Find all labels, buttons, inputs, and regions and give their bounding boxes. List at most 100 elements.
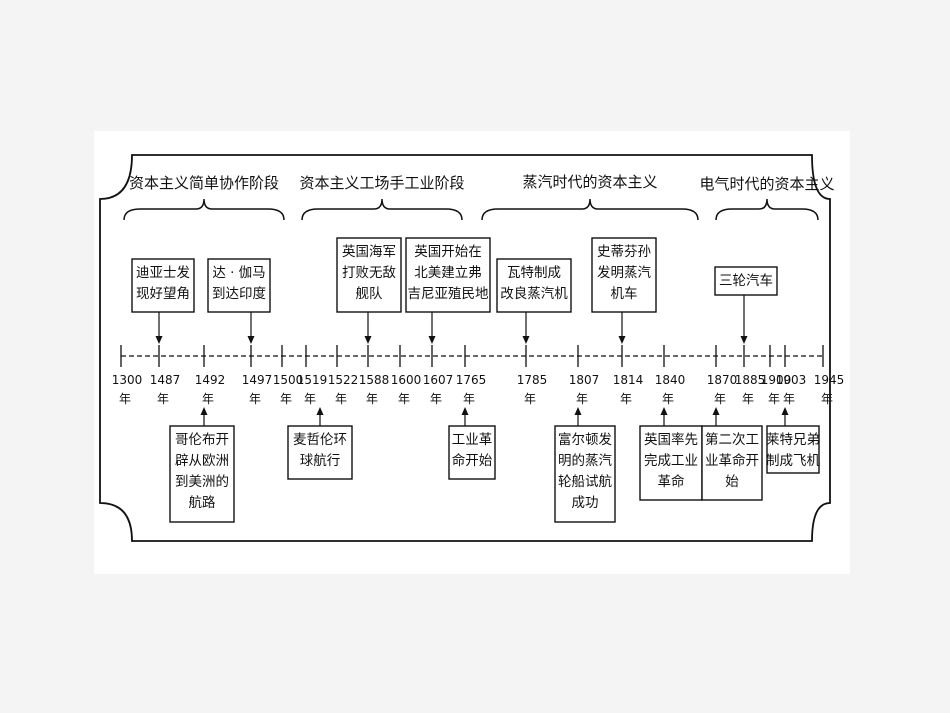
event-box xyxy=(336,237,402,313)
year-label: 1522 xyxy=(328,373,359,387)
event-box xyxy=(405,237,491,313)
event-text: 命开始 xyxy=(452,452,493,469)
year-unit-label: 年 xyxy=(768,392,780,406)
event-box xyxy=(701,425,763,501)
stage-brace xyxy=(123,198,285,221)
event-box xyxy=(496,258,572,313)
event-text: 制成飞机 xyxy=(766,453,820,469)
event-text: 完成工业 xyxy=(644,453,698,469)
event-box xyxy=(591,237,657,313)
event-text: 革命 xyxy=(658,473,686,490)
year-unit-label: 年 xyxy=(304,392,316,406)
year-label: 1607 xyxy=(423,373,454,387)
year-unit-label: 年 xyxy=(366,392,378,406)
event-text: 史蒂芬孙 xyxy=(597,244,651,260)
arrow-head xyxy=(428,336,436,344)
event-text: 发明蒸汽 xyxy=(597,265,651,281)
arrow-head xyxy=(522,336,530,344)
year-unit-label: 年 xyxy=(463,392,475,406)
event-text: 成功 xyxy=(572,495,599,511)
year-label: 1814 xyxy=(613,373,644,387)
event-text: 第二次工 xyxy=(705,431,759,448)
year-label: 1945 xyxy=(814,373,845,387)
year-label: 1807 xyxy=(569,373,600,387)
event-text: 辟从欧洲 xyxy=(175,453,229,469)
year-label: 1492 xyxy=(195,373,226,387)
event-text: 明的蒸汽 xyxy=(558,453,612,469)
event-text: 打败无敌 xyxy=(342,264,396,281)
arrow-head xyxy=(200,407,208,415)
event-text: 始 xyxy=(725,474,739,490)
event-text: 现好望角 xyxy=(136,286,190,302)
year-unit-label: 年 xyxy=(280,392,292,406)
arrow-head xyxy=(461,407,469,415)
event-box xyxy=(554,425,616,523)
arrow-head xyxy=(155,336,163,344)
year-unit-label: 年 xyxy=(620,392,632,406)
event-box xyxy=(207,258,271,313)
event-above: 三轮汽车 xyxy=(714,266,778,344)
event-box xyxy=(169,425,235,523)
event-text: 富尔顿发 xyxy=(558,431,612,448)
event-text: 迪亚士发 xyxy=(136,265,190,281)
year-unit-label: 年 xyxy=(742,392,754,406)
event-text: 航路 xyxy=(189,495,216,511)
year-unit-label: 年 xyxy=(430,392,442,406)
year-label: 1903 xyxy=(776,373,807,387)
stage-label: 电气时代的资本主义 xyxy=(699,175,834,193)
year-unit-label: 年 xyxy=(662,392,674,406)
year-label: 1500 xyxy=(273,373,304,387)
event-text: 英国率先 xyxy=(644,431,698,448)
arrow-head xyxy=(316,407,324,415)
event-text: 麦哲伦环 xyxy=(293,432,347,448)
event-box xyxy=(714,266,778,296)
diagram-panel: 资本主义简单协作阶段资本主义工场手工业阶段蒸汽时代的资本主义电气时代的资本主义 … xyxy=(94,131,850,574)
year-unit-label: 年 xyxy=(821,392,833,406)
year-unit-label: 年 xyxy=(783,392,795,406)
stage-brace xyxy=(715,198,819,221)
year-unit-label: 年 xyxy=(119,392,131,406)
event-text: 瓦特制成 xyxy=(507,265,561,281)
year-unit-label: 年 xyxy=(576,392,588,406)
event-text: 英国海军 xyxy=(342,243,396,260)
event-text: 改良蒸汽机 xyxy=(500,286,568,302)
year-unit-label: 年 xyxy=(249,392,261,406)
year-label: 1497 xyxy=(242,373,273,387)
year-label: 1765 xyxy=(456,373,487,387)
year-label: 1900 xyxy=(761,373,792,387)
year-unit-label: 年 xyxy=(335,392,347,406)
event-text: 到达印度 xyxy=(212,286,266,302)
event-text: 三轮汽车 xyxy=(719,272,773,289)
event-text: 机车 xyxy=(611,285,638,302)
year-label: 1487 xyxy=(150,373,181,387)
year-unit-label: 年 xyxy=(202,392,214,406)
event-text: 英国开始在 xyxy=(414,243,482,260)
arrow-head xyxy=(574,407,582,415)
event-box xyxy=(131,258,195,313)
stage-label: 资本主义简单协作阶段 xyxy=(129,174,279,192)
outer-border xyxy=(99,154,831,542)
arrow-head xyxy=(247,336,255,344)
year-unit-label: 年 xyxy=(524,392,536,406)
year-unit-label: 年 xyxy=(714,392,726,406)
arrow-head xyxy=(618,336,626,344)
event-text: 北美建立弗 xyxy=(414,265,482,281)
arrow-head xyxy=(364,336,372,344)
arrow-head xyxy=(740,336,748,344)
stage-brace xyxy=(301,198,463,221)
year-label: 1588 xyxy=(359,373,390,387)
event-text: 工业革 xyxy=(452,432,493,448)
event-text: 到美洲的 xyxy=(175,474,229,490)
year-unit-label: 年 xyxy=(157,392,169,406)
